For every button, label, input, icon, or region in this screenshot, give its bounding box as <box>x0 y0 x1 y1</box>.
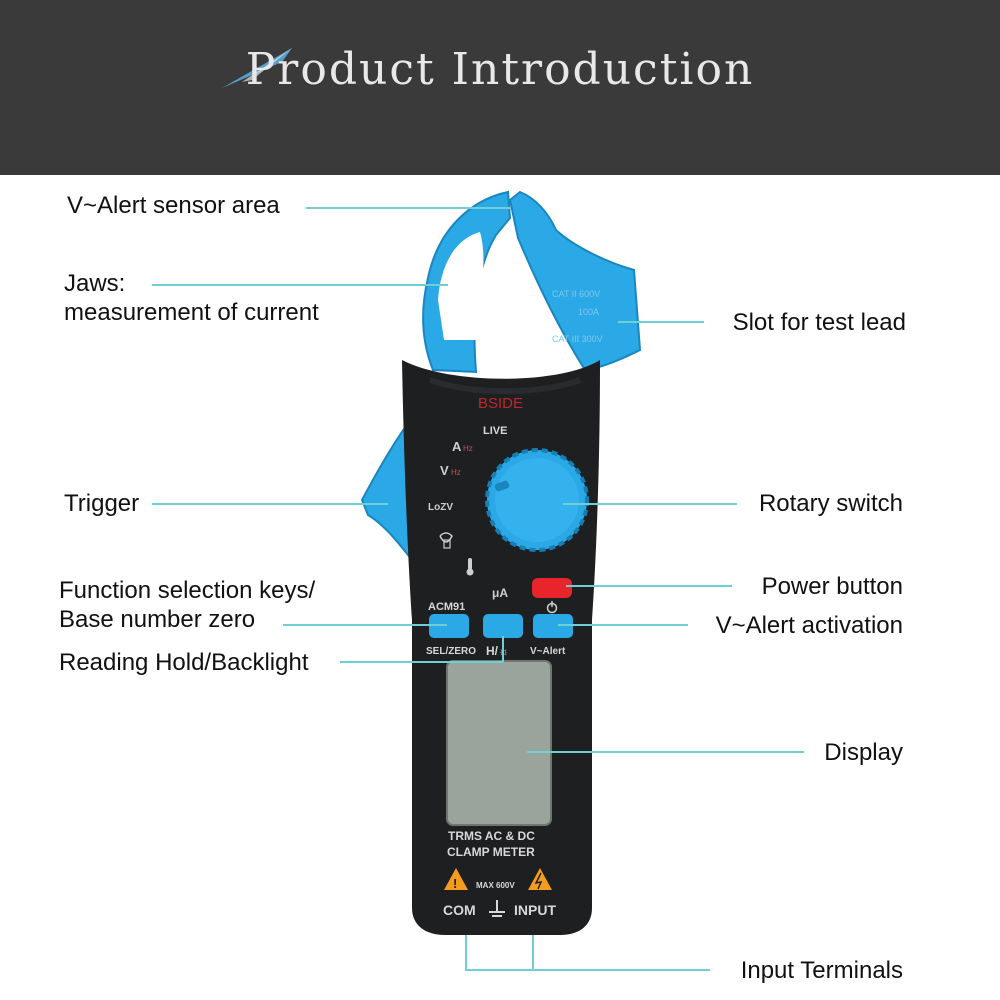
callout-valert-sensor: V~Alert sensor area <box>67 192 280 219</box>
power-icon <box>546 601 558 614</box>
hold-button[interactable] <box>483 614 523 638</box>
light-streak-icon <box>222 48 292 88</box>
header-banner: Product Introduction <box>0 0 1000 175</box>
callout-jaws-title: Jaws: <box>64 270 126 297</box>
rotary-switch[interactable] <box>485 448 589 552</box>
callout-rotary: Rotary switch <box>758 490 903 517</box>
callout-power: Power button <box>761 573 903 600</box>
face-line1: TRMS AC & DC <box>448 829 535 843</box>
page-title: Product Introduction <box>245 44 755 95</box>
dial-lozv-label: LoZV <box>428 502 453 513</box>
cat-line1: CAT II 600V <box>552 289 600 299</box>
power-button[interactable] <box>532 578 572 598</box>
callout-trigger: Trigger <box>64 490 140 517</box>
dial-hz1-label: Hz <box>463 444 473 453</box>
clamp-jaws: CAT II 600V 100A CAT III 300V <box>422 190 642 374</box>
model-label: ACM91 <box>428 601 465 613</box>
callout-slot: Slot for test lead <box>732 309 906 336</box>
lcd-display <box>446 660 552 826</box>
continuity-icon <box>439 532 453 549</box>
callout-display: Display <box>824 739 903 766</box>
callout-hold: Reading Hold/Backlight <box>59 649 309 676</box>
svg-text:!: ! <box>453 876 457 891</box>
face-line2: CLAMP METER <box>447 845 535 859</box>
warning-icon: ! <box>444 868 468 891</box>
hold-key-label: H/☼ <box>486 644 509 658</box>
valert-button[interactable] <box>533 614 573 638</box>
dial-microamp-label: μA <box>492 586 508 600</box>
dial-volt-label: V <box>440 463 449 478</box>
sel-zero-button[interactable] <box>429 614 469 638</box>
dial-amp-label: A <box>452 439 462 454</box>
com-label: COM <box>443 902 476 918</box>
callout-jaws-desc: measurement of current <box>64 299 319 326</box>
ground-icon <box>489 900 505 917</box>
input-label: INPUT <box>514 902 556 918</box>
callout-function-line2: Base number zero <box>59 606 256 633</box>
leader-lines <box>152 207 804 971</box>
thermometer-icon <box>466 558 474 576</box>
callout-valert-activation: V~Alert activation <box>715 612 903 639</box>
cat-line3: CAT III 300V <box>552 334 603 344</box>
trigger[interactable] <box>360 415 413 563</box>
cat-line2: 100A <box>578 307 599 317</box>
max-rating: MAX 600V <box>476 881 515 890</box>
high-voltage-icon <box>528 868 552 890</box>
valert-key-label: V~Alert <box>530 646 566 657</box>
brand-logo: BSIDE <box>478 395 523 412</box>
dial-hz2-label: Hz <box>451 468 461 477</box>
sel-zero-label: SEL/ZERO <box>426 646 476 657</box>
live-label: LIVE <box>483 425 507 437</box>
callout-input-terminals: Input Terminals <box>740 957 903 984</box>
callout-function-line1: Function selection keys/ <box>59 577 316 604</box>
